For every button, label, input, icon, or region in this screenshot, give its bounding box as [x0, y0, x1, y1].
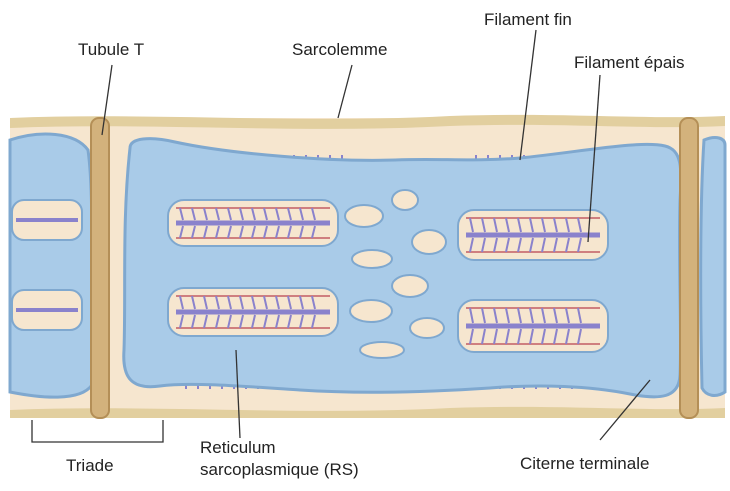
left-reticulum: [10, 134, 92, 397]
tubule-t-right: [680, 118, 698, 418]
reticulum-mesh-hole: [410, 318, 444, 338]
label-reticulum-line1: Reticulum: [200, 438, 276, 458]
reticulum-window: [458, 300, 608, 352]
label-citerne-terminale: Citerne terminale: [520, 454, 649, 474]
tubule-t-left: [91, 118, 109, 418]
label-tubule-t: Tubule T: [78, 40, 144, 60]
reticulum-mesh-hole: [352, 250, 392, 268]
reticulum-mesh-hole: [392, 190, 418, 210]
leader-sarcolemme: [338, 65, 352, 118]
right-reticulum: [701, 138, 725, 396]
label-filament-fin: Filament fin: [484, 10, 572, 30]
reticulum-mesh-hole: [345, 205, 383, 227]
reticulum-mesh-hole: [360, 342, 404, 358]
label-triade: Triade: [66, 456, 114, 476]
reticulum-mesh-hole: [350, 300, 392, 322]
reticulum-network: [124, 139, 681, 397]
reticulum-mesh-hole: [412, 230, 446, 254]
reticulum-window: [458, 210, 608, 260]
reticulum-window: [168, 200, 338, 246]
label-reticulum-line2: sarcoplasmique (RS): [200, 460, 359, 480]
reticulum-window: [168, 288, 338, 336]
label-sarcolemme: Sarcolemme: [292, 40, 387, 60]
reticulum-mesh-hole: [392, 275, 428, 297]
label-filament-epais: Filament épais: [574, 53, 685, 73]
triade-bracket: [32, 420, 163, 442]
